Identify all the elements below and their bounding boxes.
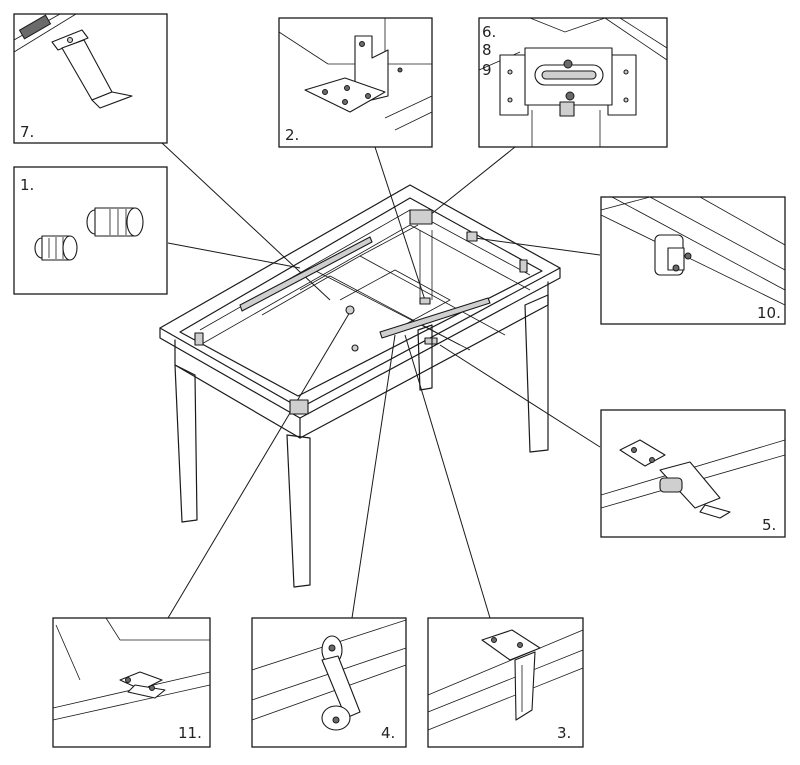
corner-block-right xyxy=(519,259,528,273)
leader-11 xyxy=(167,311,351,619)
detail-11-plate xyxy=(119,671,166,699)
detail-1-dowels xyxy=(34,207,144,261)
callout-10: 10. xyxy=(757,304,781,322)
detail-10-hinge xyxy=(654,234,692,276)
leg-back xyxy=(417,324,433,391)
callout-3: 3. xyxy=(557,724,571,742)
slide-rail-right xyxy=(379,297,491,339)
callout-1: 1. xyxy=(20,176,34,194)
callout-9: 9 xyxy=(482,61,492,79)
leg-front-left xyxy=(174,364,198,523)
leader-5 xyxy=(439,344,601,448)
table-top-frame xyxy=(159,184,561,409)
leader-4 xyxy=(351,334,396,619)
detail-7-part xyxy=(51,29,133,109)
leader-1 xyxy=(167,242,301,269)
leader-2 xyxy=(374,146,426,301)
detail-2-bracket xyxy=(304,35,403,113)
detail-6-corner-bracket xyxy=(499,47,637,117)
corner-block-top xyxy=(409,209,433,225)
detail-4-hinge xyxy=(321,635,361,731)
detail-box-10: 10. xyxy=(600,196,786,325)
table-drawing xyxy=(159,184,561,588)
callout-5: 5. xyxy=(762,516,776,534)
leg-back-right xyxy=(524,294,549,453)
callout-11: 11. xyxy=(178,724,202,742)
corner-block-front xyxy=(289,399,309,415)
detail-box-7: 7. xyxy=(13,13,168,144)
corner-block-left xyxy=(194,332,204,346)
leader-10 xyxy=(474,237,601,256)
detail-box-11: 11. xyxy=(52,617,211,748)
table-inner-opening xyxy=(179,197,543,397)
callout-7: 7. xyxy=(20,123,34,141)
detail-5-lock xyxy=(619,439,731,519)
detail-box-3: 3. xyxy=(427,617,584,748)
leader-6 xyxy=(429,146,516,216)
slide-rail-left xyxy=(239,236,373,312)
callout-2: 2. xyxy=(285,126,299,144)
detail-box-2: 2. xyxy=(278,17,433,148)
callout-4: 4. xyxy=(381,724,395,742)
detail-box-6: 6. 8 9 xyxy=(478,17,668,148)
callout-6: 6. xyxy=(482,23,496,41)
hinge-small xyxy=(466,231,478,242)
leader-3 xyxy=(404,334,491,619)
callout-8: 8 xyxy=(482,41,492,59)
detail-box-5: 5. xyxy=(600,409,786,538)
leg-front xyxy=(286,434,311,588)
detail-box-4: 4. xyxy=(251,617,407,748)
detail-box-1: 1. xyxy=(13,166,168,295)
detail-3-bracket xyxy=(481,629,541,721)
